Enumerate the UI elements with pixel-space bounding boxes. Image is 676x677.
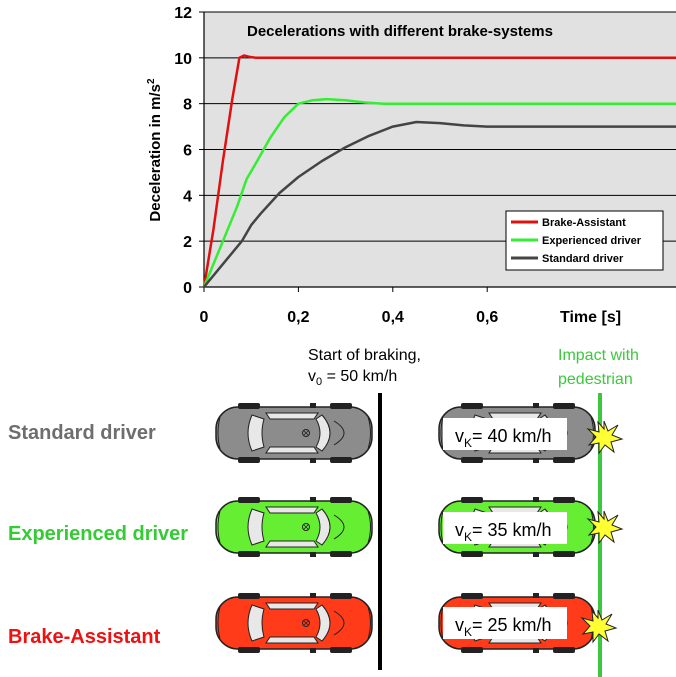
y-tick-label-2: 4 (183, 188, 192, 205)
y-tick-label-3: 6 (183, 143, 192, 160)
legend-label-2: Standard driver (542, 253, 624, 265)
legend-label-0: Brake-Assistant (542, 217, 626, 229)
braking-label-line2: v0 = 50 km/h (308, 368, 397, 388)
legend: Brake-Assistant Experienced driver Stand… (505, 210, 664, 271)
y-tick-label-4: 8 (183, 97, 192, 114)
speed-box (443, 512, 567, 544)
speed-label: vK= 35 km/h (455, 520, 552, 544)
y-ticks: 0 2 4 6 8 10 12 (174, 5, 204, 297)
legend-label-1: Experienced driver (542, 235, 642, 247)
x-tick-label-3: 0,6 (476, 309, 498, 326)
row-standard-driver: Standard driver vK= 40 km/h (8, 402, 623, 464)
row-label: Brake-Assistant (8, 626, 161, 648)
series-line-0 (202, 54, 676, 288)
x-tick-label-1: 0,2 (287, 309, 309, 326)
scenario: Start of braking, v0 = 50 km/h Impact wi… (8, 347, 639, 677)
row-label: Experienced driver (8, 523, 188, 545)
row-experienced-driver: Experienced driver vK= 35 km/h (8, 496, 623, 558)
car-icon-before (215, 592, 373, 654)
speed-box (443, 418, 567, 450)
x-ticks: 0 0,2 0,4 0,6 (200, 287, 498, 326)
speed-label: vK= 40 km/h (455, 426, 552, 450)
braking-label-line1: Start of braking, (308, 347, 421, 364)
speed-box (443, 607, 567, 639)
x-axis-label: Time [s] (560, 309, 621, 326)
series-lines (202, 54, 676, 288)
speed-label: vK= 25 km/h (455, 615, 552, 639)
row-label: Standard driver (8, 422, 156, 444)
y-tick-label-1: 2 (183, 234, 192, 251)
x-tick-label-2: 0,4 (382, 309, 404, 326)
chart-title: Decelerations with different brake-syste… (247, 23, 553, 40)
car-icon-before (215, 402, 373, 464)
y-tick-label-5: 10 (174, 51, 192, 68)
impact-label-line1: Impact with (558, 347, 639, 364)
y-tick-label-6: 12 (174, 5, 192, 22)
x-tick-label-0: 0 (200, 309, 209, 326)
series-line-1 (202, 97, 676, 288)
y-axis-label: Deceleration in m/s2 (146, 78, 164, 222)
impact-label-line2: pedestrian (558, 371, 633, 388)
series-line-2 (203, 120, 676, 288)
chart: 0 2 4 6 8 10 12 0 0,2 0,4 0,6 Decelerations with … (146, 5, 676, 326)
row-brake-assistant: Brake-Assistant vK= 25 km/h (8, 592, 617, 654)
car-icon-before (215, 496, 373, 558)
y-tick-label-0: 0 (183, 280, 192, 297)
